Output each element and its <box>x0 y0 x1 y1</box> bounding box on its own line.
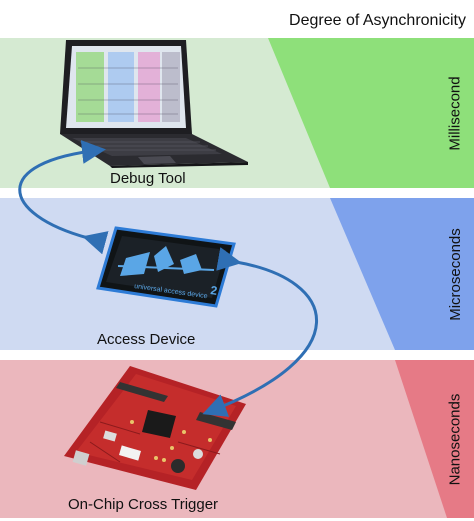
debug-tool-label: Debug Tool <box>110 170 186 187</box>
nanoseconds-wedge <box>395 360 474 518</box>
access-device-icon: universal access device 2 <box>96 226 236 308</box>
page-title: Degree of Asynchronicity <box>289 12 466 29</box>
microseconds-wedge <box>330 198 474 350</box>
access-device-label: Access Device <box>97 331 196 348</box>
debug-to-access-arrow <box>18 140 109 255</box>
access-to-trigger-arrow <box>202 247 318 417</box>
millisecond-wedge <box>268 38 474 188</box>
circuit-board-icon <box>64 366 246 490</box>
cross-trigger-label: On-Chip Cross Trigger <box>68 496 219 513</box>
laptop-icon <box>60 40 248 168</box>
